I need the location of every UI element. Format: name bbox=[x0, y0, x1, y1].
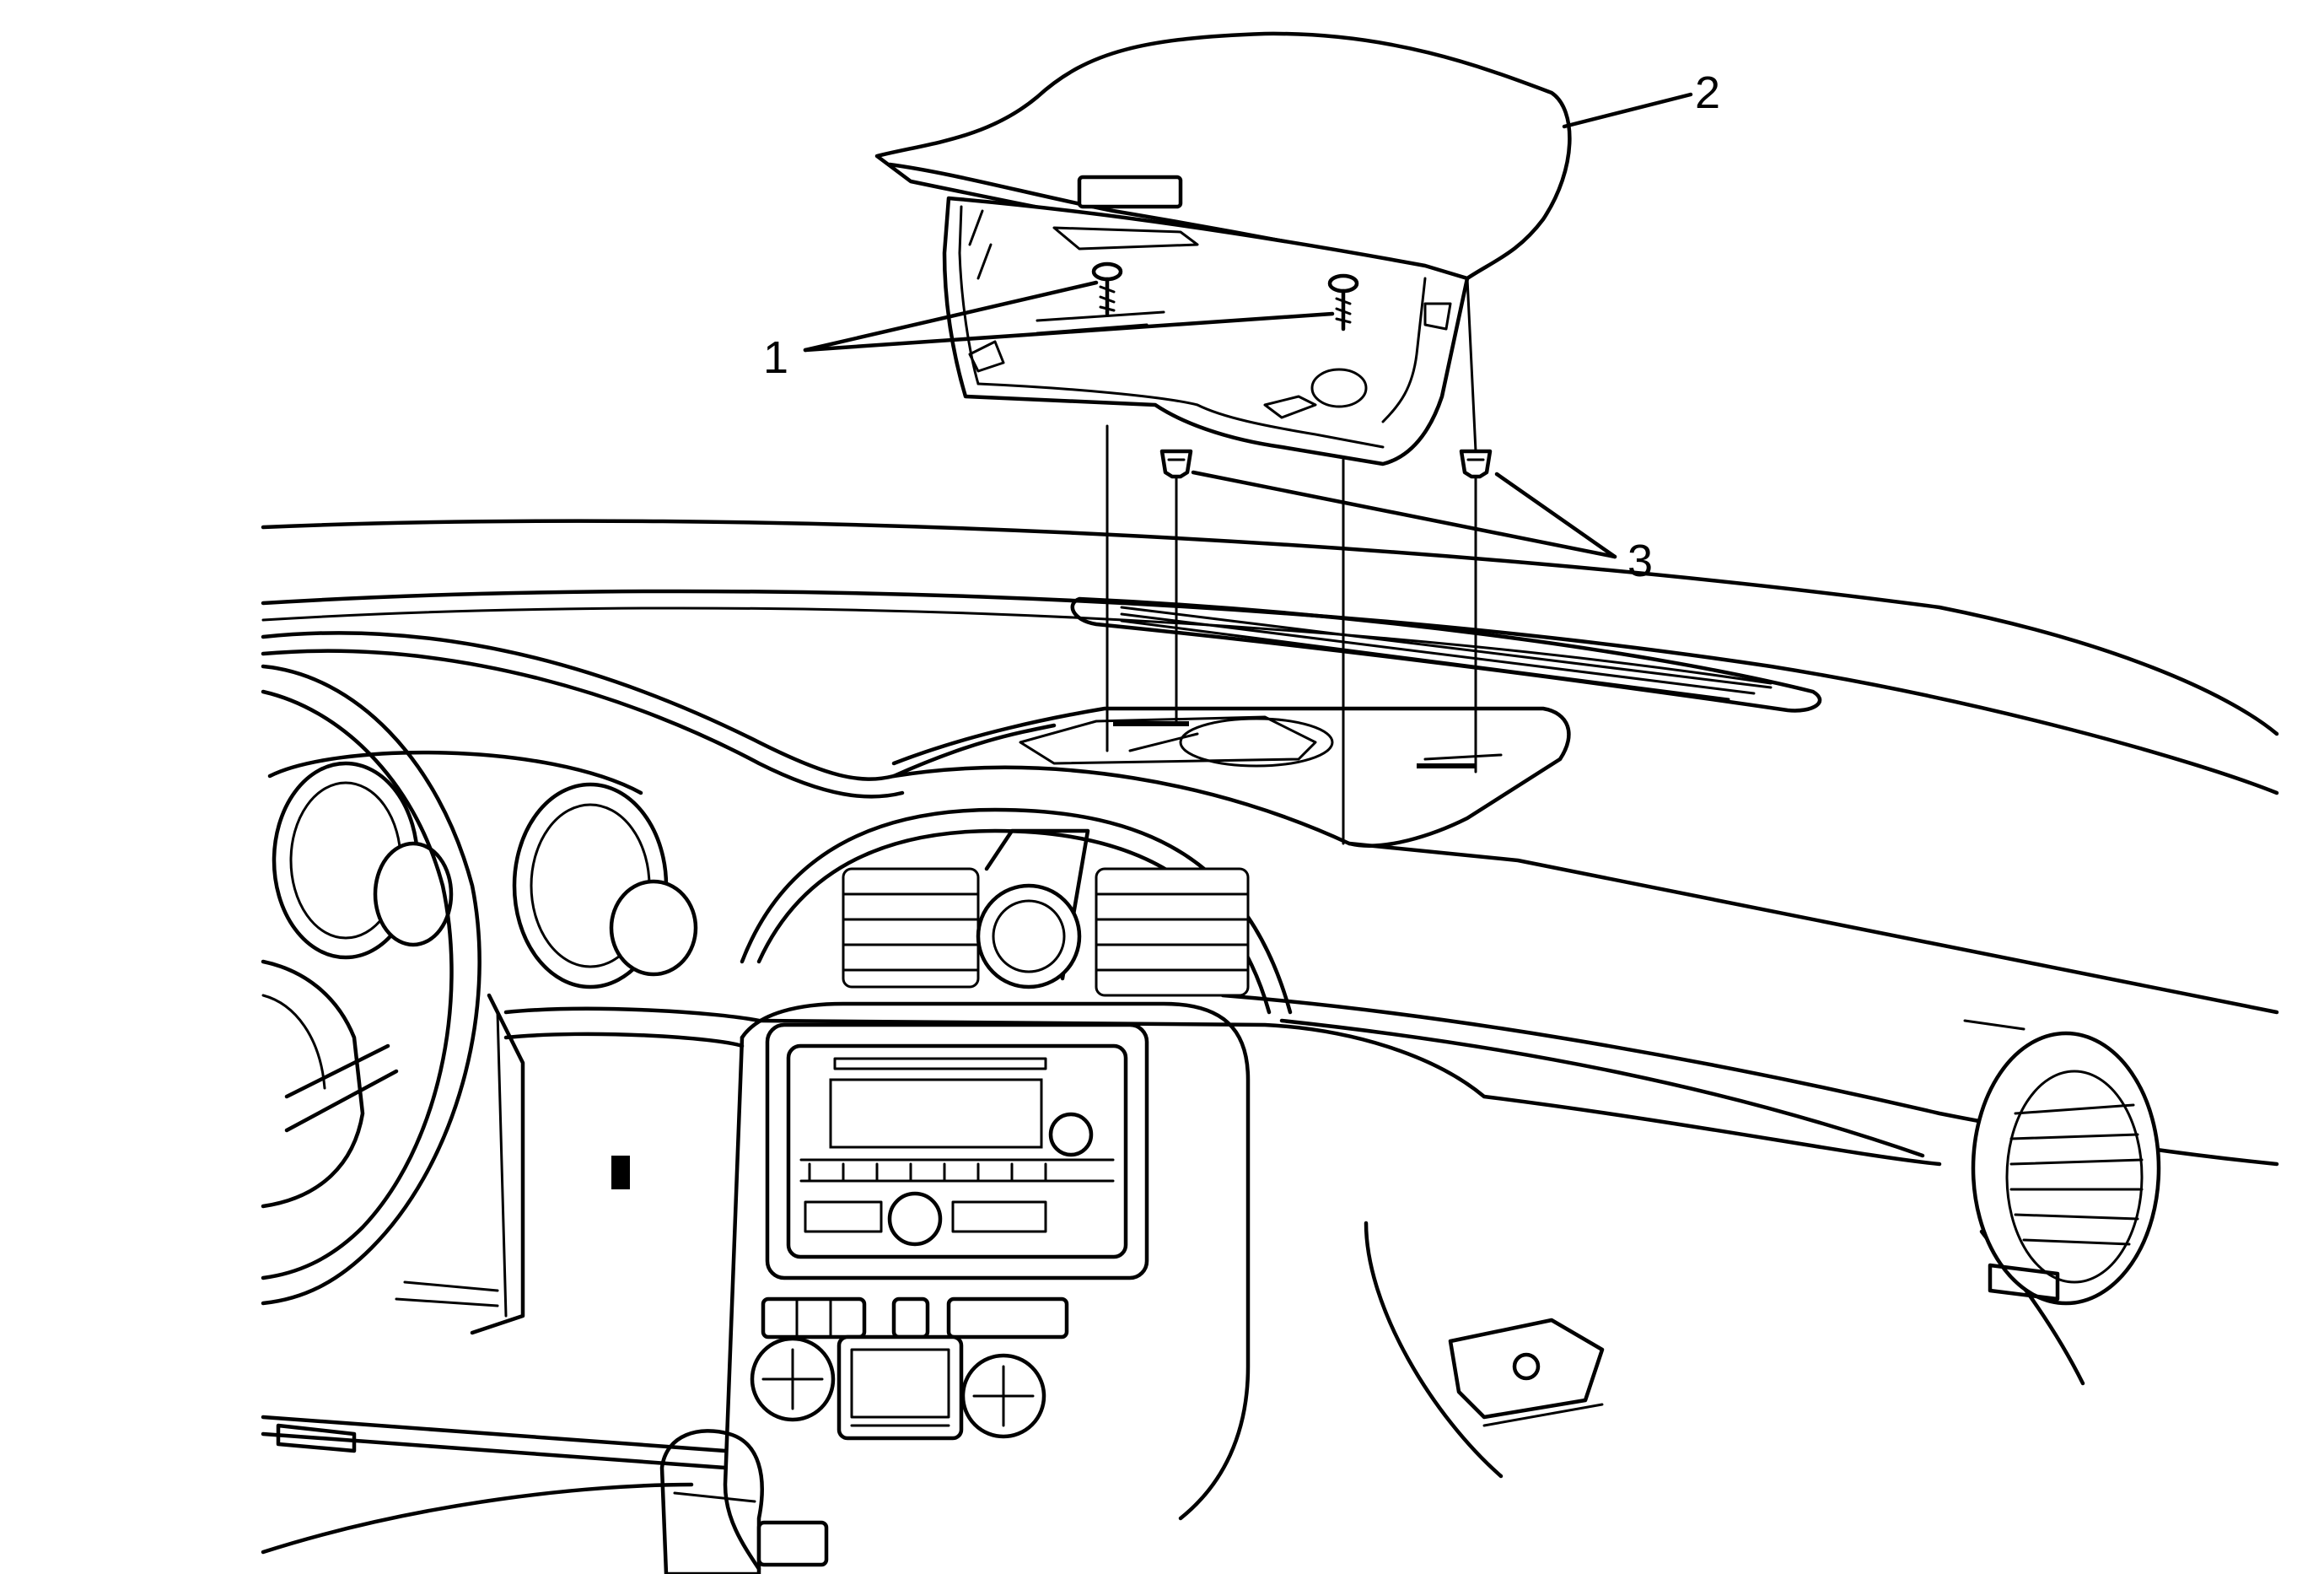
instrument-panel-cover-icon bbox=[874, 31, 1572, 466]
leader-lines bbox=[803, 92, 1693, 559]
clip-left bbox=[1159, 449, 1193, 479]
screw-fastener-icon bbox=[1091, 261, 1359, 332]
screw-right bbox=[1327, 273, 1359, 332]
callout-2: 2 bbox=[1695, 67, 1720, 118]
steering-wheel bbox=[261, 664, 481, 1306]
screw-left bbox=[1091, 261, 1123, 316]
instrument-panel bbox=[261, 519, 2279, 1555]
clip-right bbox=[1459, 449, 1493, 479]
center-vents bbox=[842, 828, 1250, 997]
center-stack bbox=[659, 1001, 1251, 1574]
alignment-lines bbox=[1106, 277, 1477, 845]
retainer-clip-icon bbox=[1159, 449, 1493, 479]
callout-3: 3 bbox=[1627, 536, 1653, 586]
passenger-side bbox=[1364, 1019, 2161, 1479]
gauge-cluster bbox=[267, 750, 698, 989]
callout-1: 1 bbox=[763, 332, 788, 383]
